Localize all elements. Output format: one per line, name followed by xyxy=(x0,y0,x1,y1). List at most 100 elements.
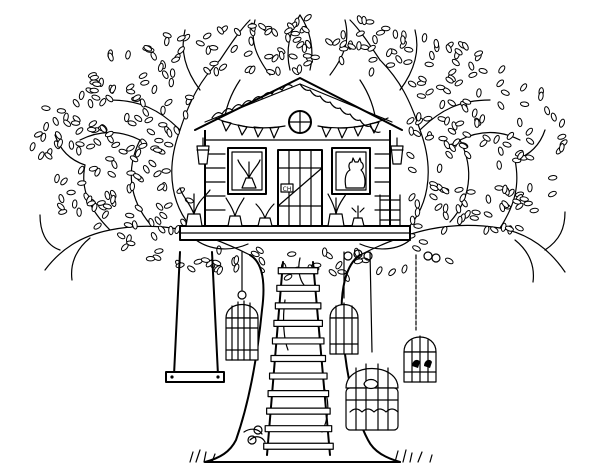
ladder-rung xyxy=(263,442,334,450)
leaf xyxy=(502,141,512,148)
leaf xyxy=(158,122,168,128)
leaf xyxy=(176,35,186,42)
leaf xyxy=(77,165,85,175)
leaf xyxy=(89,87,99,94)
leaf xyxy=(401,264,408,274)
leaf xyxy=(485,194,492,204)
ladder-rung xyxy=(271,337,325,345)
leaf xyxy=(56,108,67,114)
leaf xyxy=(258,22,267,31)
leaf xyxy=(455,204,462,214)
leaf xyxy=(414,199,421,209)
leaf xyxy=(519,101,530,107)
leaf xyxy=(248,36,254,46)
lantern xyxy=(196,137,210,165)
ladder-rungs xyxy=(263,267,334,450)
leaf xyxy=(445,76,454,84)
leaf xyxy=(160,105,166,115)
leaf xyxy=(110,194,116,205)
leaf xyxy=(412,245,421,252)
leaf xyxy=(356,41,362,51)
leaf xyxy=(154,216,162,225)
leaf xyxy=(134,204,143,212)
leaf xyxy=(40,132,47,142)
leaf xyxy=(381,25,391,32)
leaf xyxy=(340,30,346,40)
leaf xyxy=(284,27,293,35)
ladder-rung xyxy=(268,372,328,380)
leaf xyxy=(385,48,393,58)
door-plate xyxy=(280,183,294,193)
bird-in-cage xyxy=(363,378,379,390)
leaf xyxy=(129,181,136,192)
leaf xyxy=(418,75,427,83)
leaf xyxy=(134,148,142,158)
leaf xyxy=(216,245,222,255)
leaf xyxy=(454,187,464,193)
leaf xyxy=(459,193,466,203)
leaf xyxy=(157,62,164,72)
leaf xyxy=(152,147,163,153)
leaf xyxy=(372,34,378,45)
leaf xyxy=(544,106,551,116)
leaf xyxy=(361,15,367,26)
leaf xyxy=(208,45,219,51)
leaf xyxy=(429,193,438,201)
leaf xyxy=(126,144,135,152)
leaf xyxy=(292,36,302,43)
leaf xyxy=(468,61,475,71)
leaf xyxy=(290,30,300,37)
leaf xyxy=(144,116,154,124)
leaf xyxy=(60,177,68,186)
leaf xyxy=(408,193,416,202)
leaf xyxy=(275,66,281,76)
leaf xyxy=(519,83,528,92)
leaf xyxy=(146,128,156,136)
leaf xyxy=(202,32,212,40)
ladder-rung xyxy=(264,425,333,433)
leaf xyxy=(407,80,417,88)
leaf xyxy=(424,61,434,68)
leaf xyxy=(415,112,422,122)
leaf xyxy=(87,98,94,109)
leaf xyxy=(133,173,142,180)
leaf xyxy=(490,226,499,234)
leaf xyxy=(159,211,168,220)
leaf xyxy=(425,88,434,96)
leaf xyxy=(140,79,150,86)
leaf xyxy=(547,190,557,198)
window-plant-pot xyxy=(241,177,257,189)
leaf xyxy=(164,98,173,107)
leaf xyxy=(104,190,111,200)
leaf xyxy=(406,151,415,159)
leaf xyxy=(525,127,534,136)
leaf xyxy=(230,44,238,53)
leaf xyxy=(461,104,469,113)
leaf xyxy=(404,46,414,53)
leaf xyxy=(264,28,273,36)
leaf xyxy=(157,225,166,234)
leaf xyxy=(243,50,253,57)
leaf xyxy=(99,98,107,107)
leaf xyxy=(303,60,313,67)
leaf xyxy=(438,135,448,142)
leaf xyxy=(75,141,85,147)
birdcage xyxy=(403,254,437,383)
leaf xyxy=(233,27,242,36)
leaf xyxy=(462,131,472,138)
leaf xyxy=(444,116,450,126)
leaf xyxy=(423,115,433,122)
leaf xyxy=(525,137,535,145)
leaf xyxy=(433,38,440,49)
leaf xyxy=(478,67,488,74)
leaf xyxy=(88,165,99,172)
leaf xyxy=(93,222,102,230)
leaf xyxy=(517,117,523,128)
leaf xyxy=(43,121,49,132)
leaf xyxy=(496,160,502,170)
porch-plants xyxy=(179,187,365,227)
leaf xyxy=(271,28,279,37)
leaf xyxy=(153,170,162,178)
leaf xyxy=(287,251,297,257)
